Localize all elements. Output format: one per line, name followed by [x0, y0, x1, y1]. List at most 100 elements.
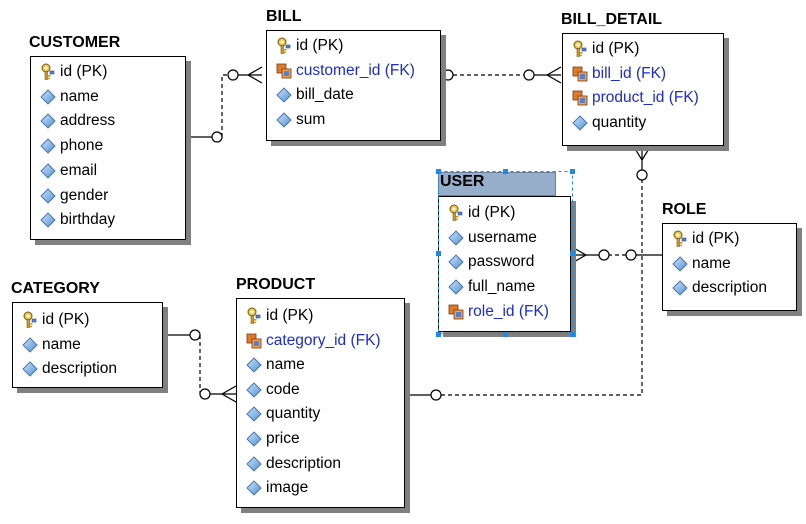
category-field[interactable]: name — [21, 335, 81, 355]
field-label: id (PK) — [692, 230, 740, 247]
diamond-attribute-icon — [671, 255, 689, 273]
field-label: category_id (FK) — [266, 331, 381, 349]
product-field[interactable]: category_id (FK) — [245, 331, 381, 351]
selection-handle[interactable] — [570, 169, 575, 174]
customer-field[interactable]: gender — [39, 186, 108, 206]
customer-field[interactable]: address — [39, 111, 115, 131]
diamond-attribute-icon — [275, 111, 293, 129]
field-label: phone — [60, 137, 104, 155]
field-label: name — [60, 87, 99, 105]
diamond-attribute-icon — [245, 479, 263, 497]
product-field[interactable]: quantity — [245, 404, 320, 424]
billdetail-field[interactable]: product_id (FK) — [571, 88, 699, 108]
diamond-attribute-icon — [275, 86, 293, 104]
key-icon — [571, 40, 589, 58]
product-field[interactable]: code — [245, 380, 300, 400]
billdetail-entity[interactable]: id (PK) bill_id (FK) product_id (FK) quanti… — [562, 33, 724, 146]
role-entity[interactable]: id (PK) name description — [662, 223, 797, 311]
bill-field[interactable]: sum — [275, 110, 325, 130]
role-user-relation[interactable] — [571, 246, 662, 264]
selection-handle[interactable] — [503, 169, 508, 174]
diamond-attribute-icon — [245, 356, 263, 374]
product-field[interactable]: price — [245, 429, 300, 449]
field-label: description — [266, 454, 341, 472]
selection-handle[interactable] — [436, 169, 441, 174]
field-label: gender — [60, 186, 109, 204]
diamond-attribute-icon — [39, 162, 57, 180]
customer-field[interactable]: birthday — [39, 210, 115, 230]
bill-field[interactable]: id (PK) — [275, 36, 343, 56]
product-entity[interactable]: id (PK) category_id (FK) name code quantity p… — [236, 298, 405, 508]
selection-handle[interactable] — [436, 251, 441, 256]
selection-handle[interactable] — [436, 332, 441, 337]
field-label: birthday — [60, 211, 116, 229]
diamond-attribute-icon — [39, 137, 57, 155]
field-label: name — [266, 356, 305, 374]
customer-field[interactable]: id (PK) — [39, 62, 107, 82]
diamond-attribute-icon — [571, 114, 589, 132]
diamond-attribute-icon — [39, 112, 57, 130]
product-billdetail-relation[interactable] — [405, 146, 651, 401]
user-field[interactable]: password — [447, 252, 534, 272]
product-field[interactable]: name — [245, 355, 305, 375]
field-label: id (PK) — [468, 204, 516, 221]
role-field[interactable]: id (PK) — [671, 229, 739, 249]
diamond-attribute-icon — [21, 360, 39, 378]
customer-field[interactable]: email — [39, 161, 97, 181]
field-label: id (PK) — [296, 37, 344, 54]
billdetail-field[interactable]: quantity — [571, 113, 646, 133]
product-field[interactable]: id (PK) — [245, 306, 313, 326]
customer-field[interactable]: phone — [39, 136, 103, 156]
field-label: id (PK) — [42, 311, 90, 328]
field-label: full_name — [468, 278, 536, 296]
bill-field[interactable]: bill_date — [275, 85, 354, 105]
category-product-relation[interactable] — [163, 329, 237, 403]
customer-entity[interactable]: id (PK) name address phone email gender birthd… — [30, 56, 186, 240]
product-field[interactable]: image — [245, 478, 308, 498]
field-label: description — [692, 279, 767, 297]
field-label: product_id (FK) — [592, 89, 699, 107]
role-title: ROLE — [662, 201, 707, 218]
field-label: name — [692, 254, 731, 272]
diamond-attribute-icon — [39, 211, 57, 229]
user-entity[interactable]: id (PK) username password full_name role_id … — [438, 196, 571, 332]
user-field[interactable]: full_name — [447, 277, 535, 297]
user-field[interactable]: role_id (FK) — [447, 302, 549, 322]
field-label: role_id (FK) — [468, 302, 549, 320]
foreign-key-icon — [571, 65, 589, 83]
category-field[interactable]: id (PK) — [21, 310, 89, 330]
user-field[interactable]: id (PK) — [447, 203, 515, 223]
bill-field[interactable]: customer_id (FK) — [275, 61, 415, 81]
selection-handle[interactable] — [503, 332, 508, 337]
role-field[interactable]: name — [671, 254, 731, 274]
field-label: customer_id (FK) — [296, 61, 415, 79]
product-field[interactable]: description — [245, 454, 341, 474]
field-label: id (PK) — [266, 307, 314, 324]
field-label: image — [266, 479, 309, 497]
billdetail-field[interactable]: bill_id (FK) — [571, 64, 666, 84]
customer-bill-relation[interactable] — [186, 66, 263, 143]
selection-handle[interactable] — [570, 251, 575, 256]
foreign-key-icon — [571, 89, 589, 107]
field-label: description — [42, 360, 117, 378]
category-field[interactable]: description — [21, 359, 117, 379]
foreign-key-icon — [447, 303, 465, 321]
role-field[interactable]: description — [671, 278, 767, 298]
diamond-attribute-icon — [671, 279, 689, 297]
selection-handle[interactable] — [570, 332, 575, 337]
category-entity[interactable]: id (PK) name description — [12, 302, 163, 388]
foreign-key-icon — [275, 62, 293, 80]
user-field[interactable]: username — [447, 228, 537, 248]
diamond-attribute-icon — [245, 381, 263, 399]
billdetail-field[interactable]: id (PK) — [571, 39, 639, 59]
bill-billdetail-relation[interactable] — [441, 66, 562, 84]
diamond-attribute-icon — [39, 88, 57, 106]
diamond-attribute-icon — [39, 187, 57, 205]
diamond-attribute-icon — [245, 405, 263, 423]
key-icon — [39, 63, 57, 81]
user-header-selected[interactable]: USER — [438, 172, 556, 196]
customer-field[interactable]: name — [39, 87, 99, 107]
field-label: bill_date — [296, 86, 354, 104]
